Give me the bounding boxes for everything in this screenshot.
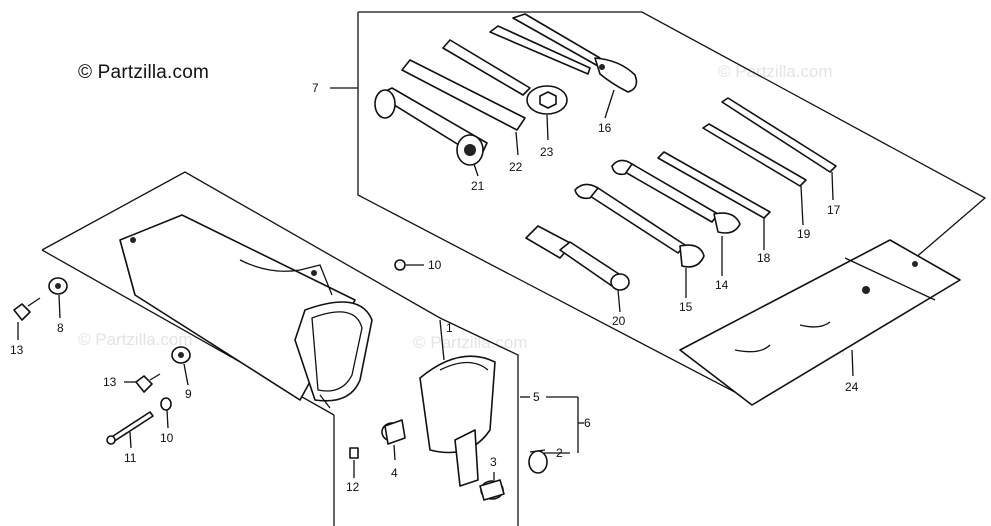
- callout-13-left: 13: [10, 343, 24, 357]
- callout-14: 14: [715, 278, 729, 292]
- wrench-15: [574, 183, 705, 298]
- screwdriver-19: [702, 123, 807, 226]
- nut-10-upper: [394, 259, 424, 271]
- callout-10-upper: 10: [428, 258, 442, 272]
- watermark: © Partzilla.com: [78, 330, 193, 349]
- callout-9: 9: [185, 387, 192, 401]
- pin-12: [349, 447, 359, 478]
- spanner-23: [442, 39, 568, 141]
- bracket-5-6: [520, 396, 584, 453]
- callout-16: 16: [598, 121, 612, 135]
- tool-box: [119, 214, 373, 409]
- callout-4: 4: [391, 466, 398, 480]
- washer-8: [48, 277, 68, 319]
- callout-15: 15: [679, 300, 693, 314]
- callout-3: 3: [490, 455, 497, 469]
- callout-12: 12: [346, 480, 360, 494]
- callout-19: 19: [797, 227, 811, 241]
- clip: [528, 449, 570, 474]
- lock-cylinder-3: [479, 472, 505, 501]
- callout-8: 8: [57, 321, 64, 335]
- callout-18: 18: [757, 251, 771, 265]
- tool-box-lid: [419, 319, 496, 487]
- callout-13-right: 13: [103, 375, 117, 389]
- pliers: [489, 13, 638, 119]
- box-spanner-20: [525, 225, 630, 313]
- wrench-14: [611, 159, 741, 276]
- tool-bag: [679, 239, 961, 406]
- bolt-13-right: [124, 373, 161, 393]
- callout-6: 6: [584, 416, 591, 430]
- callout-10-lower: 10: [160, 431, 174, 445]
- callout-21: 21: [471, 179, 485, 193]
- nut-10-lower: [160, 397, 172, 429]
- callout-22: 22: [509, 160, 523, 174]
- callout-1: 1: [446, 321, 453, 335]
- screwdriver-17: [721, 97, 837, 201]
- callout-5: 5: [533, 390, 540, 404]
- copyright-text: © Partzilla.com: [78, 62, 210, 83]
- lock-4: [381, 419, 406, 461]
- washer-9: [171, 346, 191, 386]
- callout-17: 17: [827, 203, 841, 217]
- bolt-11: [106, 411, 154, 449]
- callout-24: 24: [845, 380, 859, 394]
- callout-2: 2: [556, 446, 563, 460]
- watermark: © Partzilla.com: [718, 62, 833, 81]
- callout-20: 20: [612, 314, 626, 328]
- callout-7: 7: [312, 81, 319, 95]
- bolt-13-left: [13, 297, 41, 340]
- callout-11: 11: [124, 451, 137, 465]
- handle-bar: [401, 59, 526, 156]
- screwdriver-18: [657, 151, 771, 250]
- callout-23: 23: [540, 145, 554, 159]
- plug-wrench: [374, 87, 488, 177]
